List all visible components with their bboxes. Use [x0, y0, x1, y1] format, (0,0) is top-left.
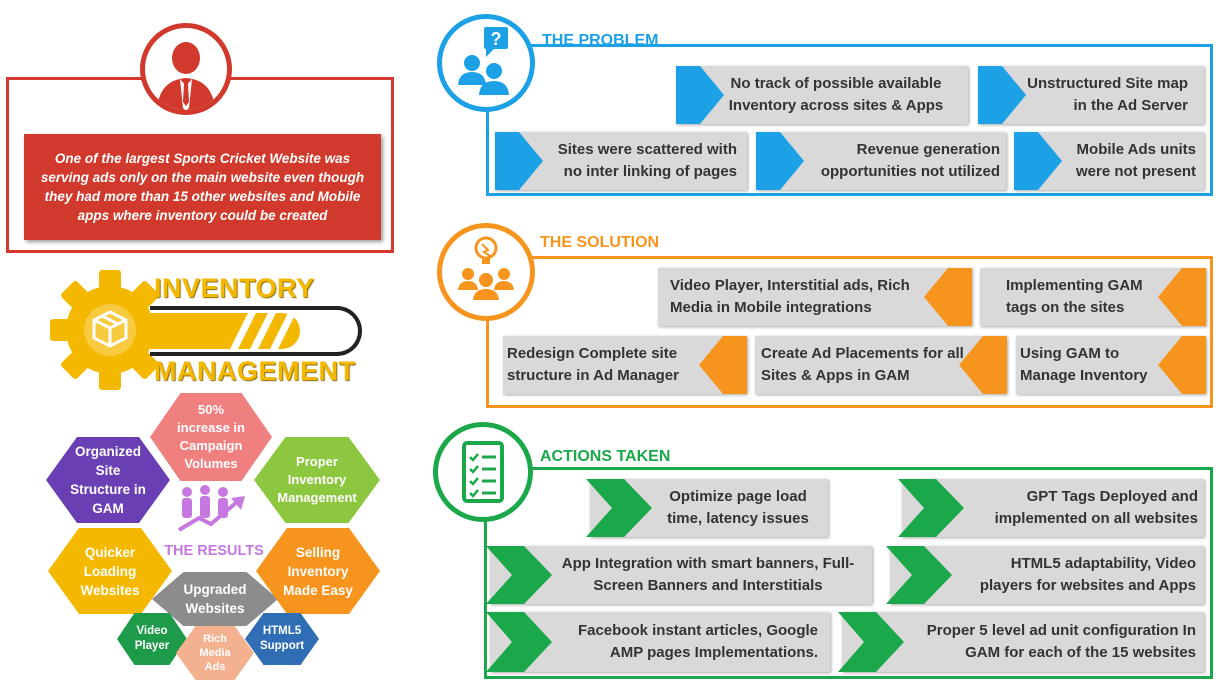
- solution-card-4: Create Ad Placements for all Sites & App…: [755, 336, 1007, 394]
- people-question-icon: ?: [458, 27, 509, 95]
- solution-card-1: Video Player, Interstitial ads, Rich Med…: [658, 268, 972, 326]
- actions-panel: [484, 467, 1213, 679]
- chevron-icon: [486, 612, 552, 672]
- action-card-1: Optimize page load time, latency issues: [586, 479, 828, 537]
- banner-line1: INVENTORY: [154, 273, 315, 303]
- solution-card-3: Redesign Complete site structure in Ad M…: [503, 336, 747, 394]
- action-card-2: GPT Tags Deployed and implemented on all…: [898, 479, 1204, 537]
- chevron-left-icon: [699, 336, 747, 394]
- chevron-icon: [756, 132, 804, 190]
- chevron-icon: [495, 132, 543, 190]
- result-hex-quicker-loading: Quicker Loading Websites: [48, 528, 172, 614]
- businessman-icon: [140, 23, 232, 115]
- solution-title: THE SOLUTION: [540, 234, 660, 251]
- chevron-left-icon: [1158, 336, 1206, 394]
- result-hex-campaign-volumes: 50% increase in Campaign Volumes: [150, 393, 272, 481]
- chevron-icon: [1014, 132, 1062, 190]
- growth-people-icon: [177, 485, 245, 532]
- problem-card-3: Sites were scattered with no inter linki…: [495, 132, 747, 190]
- intro-text: One of the largest Sports Cricket Websit…: [40, 151, 365, 223]
- problem-title: THE PROBLEM: [542, 32, 659, 49]
- box-icon: [92, 310, 128, 348]
- chevron-icon: [486, 546, 552, 604]
- action-card-4: HTML5 adaptability, Video players for we…: [886, 546, 1204, 604]
- result-hex-video-player: Video Player: [117, 613, 187, 665]
- results-title: THE RESULTS: [164, 543, 264, 559]
- svg-text:?: ?: [491, 29, 502, 49]
- chevron-left-icon: [1158, 268, 1206, 326]
- result-hex-inventory-management: Proper Inventory Management: [254, 437, 380, 523]
- chevron-icon: [838, 612, 904, 672]
- chevron-icon: [586, 479, 652, 537]
- problem-card-4: Revenue generation opportunities not uti…: [756, 132, 1006, 190]
- chevron-icon: [676, 66, 724, 124]
- action-card-3: App Integration with smart banners, Full…: [486, 546, 872, 604]
- result-hex-upgraded-websites: Upgraded Websites: [152, 572, 278, 626]
- checklist-icon: [462, 441, 504, 503]
- chevron-left-icon: [959, 336, 1007, 394]
- action-card-5: Facebook instant articles, Google AMP pa…: [486, 612, 830, 672]
- actions-icon-circle: [433, 422, 533, 522]
- progress-bar: [150, 306, 362, 356]
- banner-line2: MANAGEMENT: [154, 356, 356, 386]
- action-card-6: Proper 5 level ad unit configuration In …: [838, 612, 1204, 672]
- actions-title: ACTIONS TAKEN: [540, 448, 671, 465]
- result-hex-html5: HTML5 Support: [245, 613, 319, 665]
- solution-card-2: Implementing GAM tags on the sites: [980, 268, 1206, 326]
- problem-panel: [486, 44, 1213, 196]
- chevron-left-icon: [924, 268, 972, 326]
- problem-card-2: Unstructured Site map in the Ad Server: [978, 66, 1204, 124]
- result-hex-rich-media: Rich Media Ads: [176, 626, 254, 680]
- chevron-icon: [898, 479, 964, 537]
- problem-icon-circle: ?: [437, 14, 535, 112]
- problem-card-5: Mobile Ads units were not present: [1014, 132, 1204, 190]
- result-hex-site-structure: Organized Site Structure in GAM: [46, 437, 170, 523]
- solution-card-5: Using GAM to Manage Inventory: [1016, 336, 1206, 394]
- chevron-icon: [886, 546, 952, 604]
- solution-icon-circle: [437, 223, 535, 321]
- solution-panel: [486, 256, 1213, 408]
- problem-card-1: No track of possible available Inventory…: [676, 66, 968, 124]
- team-idea-icon: [458, 236, 514, 300]
- intro-text-box: One of the largest Sports Cricket Websit…: [24, 134, 381, 240]
- chevron-icon: [978, 66, 1026, 124]
